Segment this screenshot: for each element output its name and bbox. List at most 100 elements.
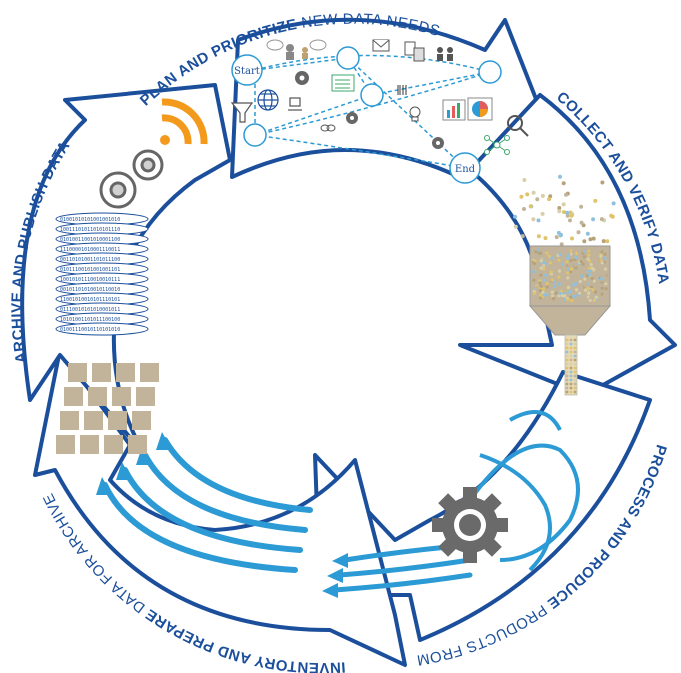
stream-dot [565, 378, 569, 382]
data-dots [513, 174, 616, 247]
funnel-dot [592, 279, 596, 283]
grid-cell [136, 387, 155, 406]
funnel-dot [563, 297, 567, 302]
funnel-dot [574, 266, 578, 270]
data-dot [559, 242, 564, 247]
binary-row: 00101101010010110010 [60, 287, 120, 293]
funnel-dot [586, 287, 590, 291]
funnel-dot [547, 254, 551, 258]
stream-dot [573, 350, 577, 354]
stream-dot [565, 354, 569, 358]
funnel-dot [542, 278, 546, 282]
funnel-dot [580, 286, 584, 290]
inventory-arrows [102, 437, 313, 573]
funnel-dot [591, 288, 595, 292]
funnel-dot [574, 281, 578, 285]
funnel-dot [573, 263, 577, 267]
binary-row: 01110010101010001011 [60, 307, 120, 313]
globe-icon [257, 89, 279, 111]
bar-chart-icon [442, 99, 466, 121]
funnel-dot [569, 267, 573, 271]
binary-row: 10101001101011100100 [60, 317, 120, 323]
stream-dot [573, 366, 577, 370]
funnel-dot [600, 250, 604, 254]
funnel-dot [560, 262, 565, 266]
funnel-dot [558, 252, 562, 256]
data-dot [543, 236, 548, 241]
funnel-dot [554, 291, 558, 295]
funnel-dot [557, 282, 561, 286]
funnel-dot [534, 281, 538, 285]
funnel-dot [583, 277, 587, 281]
data-dot [564, 192, 568, 197]
end-node-label: End [455, 164, 476, 175]
funnel-dot [587, 269, 592, 273]
data-dot [565, 213, 570, 218]
funnel-dot [557, 275, 561, 279]
funnel-dot [600, 283, 604, 287]
binary-row: 10011101011010101110 [60, 227, 120, 233]
data-dot [540, 193, 545, 198]
data-dot [591, 217, 596, 222]
stream-dot [573, 378, 577, 382]
funnel-dot [603, 252, 607, 256]
funnel-dot [536, 270, 540, 274]
stream-dot [565, 386, 569, 390]
data-dot [561, 181, 566, 186]
data-dot [599, 217, 604, 222]
stream-dot [569, 338, 573, 342]
funnel-dot [533, 291, 537, 295]
funnel-dot [575, 251, 579, 256]
funnel-dot [596, 270, 600, 274]
funnel-dot [545, 282, 549, 286]
funnel-dot [600, 286, 604, 290]
funnel-dot [604, 272, 608, 276]
funnel-dot [568, 281, 572, 285]
funnel-dot [553, 259, 557, 263]
funnel-dot [565, 260, 569, 264]
funnel-dot [600, 292, 604, 296]
funnel-dot [567, 248, 571, 253]
data-dot [531, 190, 536, 195]
funnel-dot [581, 296, 585, 300]
grid-cell [128, 435, 147, 454]
funnel-dot [588, 273, 592, 277]
funnel-dot [580, 274, 584, 278]
funnel-dot [603, 256, 607, 260]
arrow-inventory [33, 348, 407, 667]
funnel-dot [579, 260, 583, 264]
data-dot [536, 234, 541, 239]
funnel-dot [538, 293, 543, 297]
funnel-dot [599, 276, 604, 280]
funnel-dot [541, 287, 545, 291]
funnel-dot [599, 254, 603, 258]
stream-dot [565, 390, 569, 394]
funnel-dot [589, 251, 593, 255]
funnel-dot [581, 262, 585, 266]
funnel-dot [590, 276, 594, 280]
funnel-dot [569, 269, 573, 274]
data-dot [601, 239, 606, 244]
funnel-dot [532, 278, 536, 282]
funnel-dot [590, 255, 594, 259]
grid-icon [56, 363, 159, 454]
screen-icon [331, 74, 355, 92]
data-dot [522, 207, 526, 211]
funnel-dot [604, 287, 608, 291]
stream-dot [569, 358, 573, 362]
binary-row: 01001110010110101010 [60, 327, 120, 333]
grid-cell [60, 411, 79, 430]
data-dot [593, 198, 598, 203]
stream-dot [565, 382, 569, 386]
data-dot [535, 197, 540, 202]
funnel-dot [538, 281, 542, 285]
stream-dot [565, 342, 569, 346]
funnel-dot [535, 294, 539, 298]
funnel-dot [538, 279, 542, 283]
funnel-dot [569, 295, 573, 299]
funnel-dot [589, 262, 593, 267]
grid-cell [56, 435, 75, 454]
data-dot [519, 194, 524, 199]
binary-row: 00110101001101011100 [60, 257, 120, 263]
funnel-dot [550, 278, 554, 282]
